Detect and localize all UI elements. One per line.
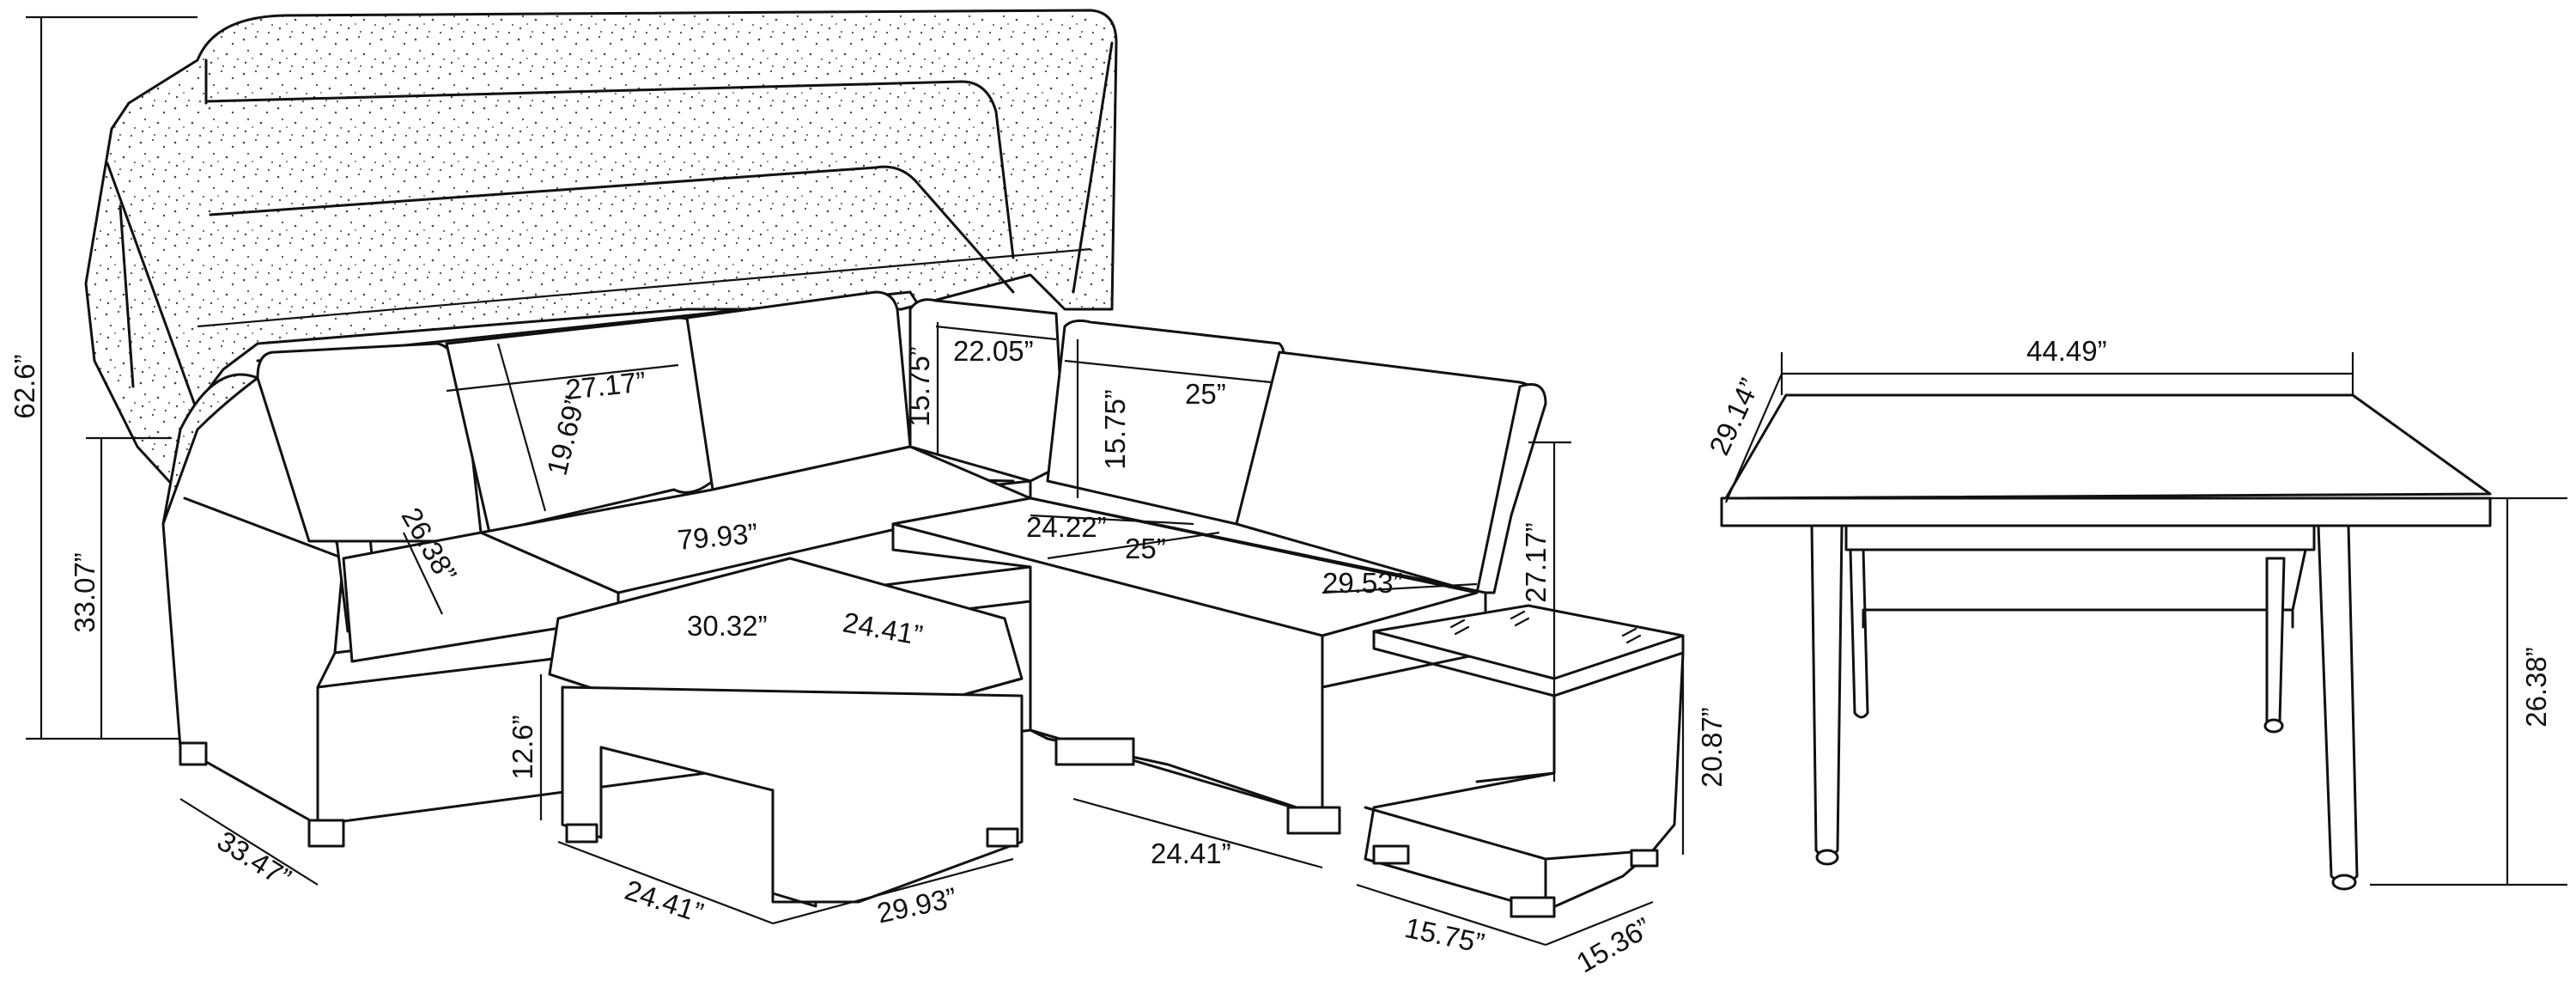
ottoman-foot: [565, 823, 598, 844]
back-cushion-3: [685, 290, 912, 491]
dim-right-section-depth: 24.41”: [1151, 838, 1231, 869]
dim-sofa-height: 33.07”: [69, 552, 100, 633]
dining-table-leg-back-left: [1849, 548, 1869, 719]
dim-sofa-depth: 33.47”: [212, 825, 297, 894]
dining-table-top: [1724, 393, 2492, 500]
dining-table-leg-front-left: [1810, 524, 1844, 858]
leg-foot: [1815, 849, 1839, 866]
dining-table-leg-back-right: [2265, 557, 2286, 728]
dim-side-table-depth: 15.36”: [1571, 911, 1656, 979]
side-table-foot: [1630, 849, 1659, 868]
dim-corner-width: 22.05”: [953, 335, 1034, 367]
dim-chaise-depth: 29.53”: [1322, 567, 1403, 599]
dim-right-back-width: 25”: [1185, 378, 1226, 410]
side-table-foot: [1372, 844, 1410, 865]
dim-side-table-shelf-height: 20.87”: [1696, 707, 1728, 788]
leg-foot: [2331, 874, 2357, 891]
side-table-frame: [1364, 651, 1685, 912]
dim-canopy-width: 79.93”: [676, 517, 758, 556]
dining-table-drawing: [1720, 393, 2492, 891]
dim-right-back-height: 15.75”: [1099, 389, 1131, 470]
dim-dining-table-length: 44.49”: [2026, 335, 2107, 367]
ottoman-drawing: [548, 557, 1024, 908]
foot: [1286, 806, 1341, 835]
dim-ottoman-top-length: 30.32”: [687, 610, 768, 642]
leg-foot: [2263, 718, 2284, 734]
dim-side-table-height: 27.17”: [1520, 522, 1552, 603]
dining-table-apron: [1844, 524, 2316, 551]
seat-cushion-mid: [479, 445, 1032, 594]
ottoman-foot: [986, 827, 1019, 848]
dimension-lines: [26, 15, 2567, 947]
side-table-drawing: [1364, 604, 1685, 918]
dim-seat-depth-b: 25”: [1125, 533, 1166, 564]
foot: [1054, 737, 1135, 766]
dim-corner-back-height: 15.75”: [903, 346, 935, 427]
foot: [307, 819, 345, 848]
foot: [179, 741, 208, 766]
dim-ottoman-height: 12.6”: [507, 715, 538, 779]
dim-side-table-width: 15.75”: [1402, 911, 1487, 959]
dim-seat-depth-a: 24.22”: [1026, 511, 1107, 543]
right-arm: [1475, 383, 1547, 594]
dining-table-top-edge: [1720, 496, 2492, 527]
dining-table-leg-front-right: [2317, 524, 2359, 884]
right-seat-cushion: [891, 496, 1479, 637]
dim-dining-table-height: 26.38”: [2520, 647, 2552, 728]
dim-canopy-height: 62.6”: [9, 354, 40, 418]
side-table-foot: [1510, 896, 1556, 918]
